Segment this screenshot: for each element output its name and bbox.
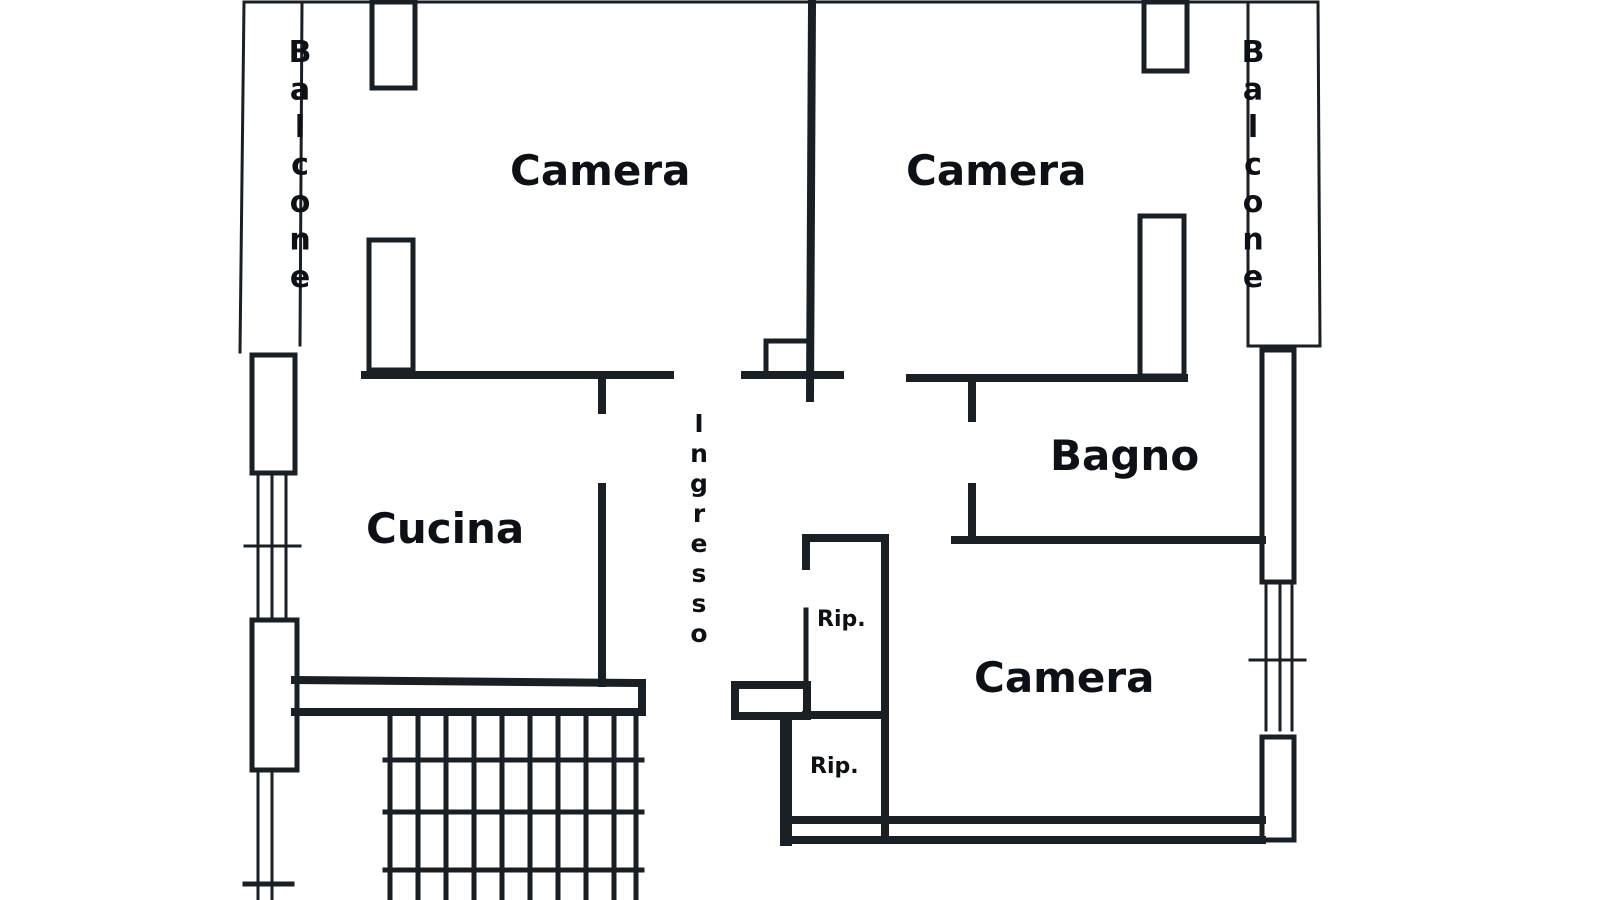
pier-top-left xyxy=(369,0,418,91)
walls xyxy=(238,0,1322,900)
left-pier-upper xyxy=(249,352,298,476)
left-pier-lower xyxy=(249,617,300,773)
pier-lower-right xyxy=(1137,213,1187,379)
label-rip-upper: Rip. xyxy=(817,607,866,632)
label-camera-top-left: Camera xyxy=(510,146,690,195)
label-bagno: Bagno xyxy=(1050,431,1199,480)
wall-central xyxy=(805,0,817,403)
rip-upper-box xyxy=(802,534,889,844)
pier-top-right xyxy=(1141,0,1190,74)
label-camera-bottom-right: Camera xyxy=(974,653,1154,702)
stairs xyxy=(382,709,645,900)
pier-lower-left xyxy=(366,237,416,373)
right-pier-lower xyxy=(1259,734,1297,843)
wall-right-balcony xyxy=(1316,0,1322,347)
wall-left-balcony-inner xyxy=(298,0,304,347)
label-rip-lower: Rip. xyxy=(810,754,859,779)
label-cucina: Cucina xyxy=(366,504,524,553)
label-camera-top-right: Camera xyxy=(906,146,1086,195)
closet-central xyxy=(763,338,811,375)
wall-kitchen-bottom xyxy=(290,675,647,688)
right-pier-upper xyxy=(1259,347,1297,585)
entry-niche xyxy=(731,681,811,720)
wall-left-balcony xyxy=(238,0,246,354)
